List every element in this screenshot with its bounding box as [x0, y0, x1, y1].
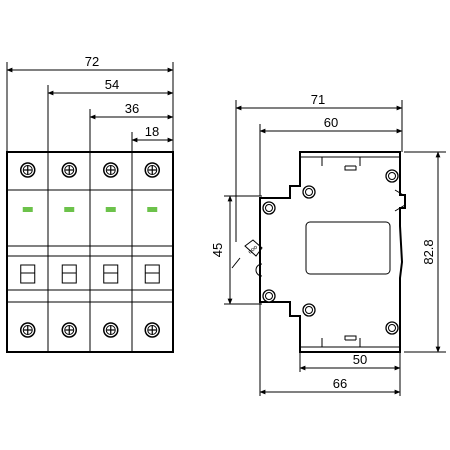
- dim-label-72: 72: [85, 54, 99, 69]
- dim-label-82-8: 82.8: [421, 239, 436, 264]
- dim-label-71: 71: [311, 92, 325, 107]
- status-indicator: [22, 207, 33, 212]
- mounting-screw-icon: [262, 201, 276, 215]
- poles-group: [20, 162, 160, 338]
- pole-3: [103, 162, 119, 338]
- dim-label-18: 18: [145, 124, 159, 139]
- svg-text:ooo: ooo: [247, 244, 259, 255]
- toggle-handle: [20, 264, 36, 284]
- pole-1: [20, 162, 36, 338]
- bottom-terminal-screw-icon: [103, 322, 119, 338]
- top-terminal-screw-icon: [144, 162, 160, 178]
- bottom-terminal-screw-icon: [144, 322, 160, 338]
- top-terminal-screw-icon: [61, 162, 77, 178]
- mounting-screw-icon: [302, 185, 316, 199]
- side-screws-group: [262, 169, 399, 335]
- dim-label-45: 45: [210, 243, 225, 257]
- side-window: [305, 221, 391, 275]
- bottom-terminal-screw-icon: [61, 322, 77, 338]
- pole-4: [144, 162, 160, 338]
- mounting-screw-icon: [385, 321, 399, 335]
- front-view: 72 54 36 18: [6, 54, 174, 353]
- din-clip: [244, 239, 263, 257]
- status-indicator: [64, 207, 75, 212]
- mounting-screw-icon: [302, 303, 316, 317]
- dim-label-60: 60: [324, 115, 338, 130]
- status-indicator: [147, 207, 158, 212]
- dim-label-50: 50: [353, 352, 367, 367]
- mounting-screw-icon: [262, 289, 276, 303]
- pole-2: [61, 162, 77, 338]
- toggle-handle: [103, 264, 119, 284]
- dim-label-66: 66: [333, 376, 347, 391]
- toggle-handle: [144, 264, 160, 284]
- top-terminal-screw-icon: [103, 162, 119, 178]
- mounting-screw-icon: [385, 169, 399, 183]
- side-body-outline: [259, 151, 406, 353]
- dim-label-54: 54: [105, 77, 119, 92]
- top-terminal-screw-icon: [20, 162, 36, 178]
- status-indicator: [105, 207, 116, 212]
- toggle-handle: [61, 264, 77, 284]
- side-view: 71 60 82.8 45 ooo: [210, 92, 446, 396]
- bottom-terminal-screw-icon: [20, 322, 36, 338]
- dim-label-36: 36: [125, 101, 139, 116]
